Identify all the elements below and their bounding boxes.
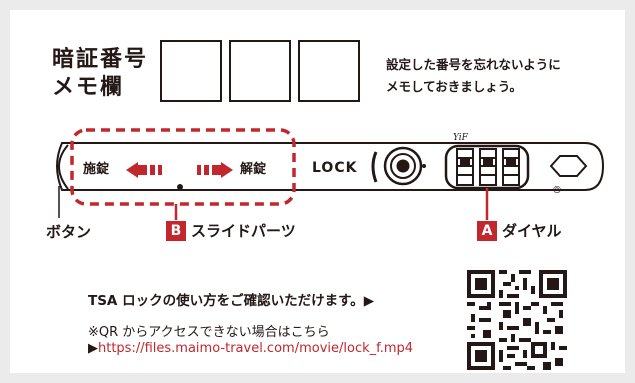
dial-wheels-icon — [456, 148, 520, 186]
slide-lock-label: 施錠 — [83, 162, 110, 177]
keyhole-bracket-left — [371, 151, 378, 183]
lock-word: LOCK — [312, 160, 358, 176]
qr-code-icon[interactable] — [467, 270, 567, 370]
lock-arrow-icon — [126, 162, 162, 178]
slide-part-highlight — [70, 128, 296, 206]
dial-label: ダイヤル — [502, 222, 562, 240]
button-label: ボタン — [46, 223, 92, 241]
keyhole-icon — [383, 146, 426, 186]
slide-part-label: スライドパーツ — [191, 222, 296, 240]
slide-unlock-label: 解錠 — [240, 162, 267, 177]
memo-note-line1: 設定した番号を忘れないように — [386, 57, 561, 72]
tsa-guide-text: TSA ロックの使い方をご確認いただけます。▶ — [88, 293, 375, 309]
slide-part-badge: B — [166, 221, 186, 241]
button-shape — [58, 144, 69, 190]
brand-mark: YiF — [453, 133, 468, 143]
memo-note: 設定した番号を忘れないように メモしておきましょう。 — [386, 54, 626, 98]
memo-note-line2: メモしておきましょう。 — [386, 79, 523, 94]
fallback-text: ※QR からアクセスできない場合はこちら — [88, 325, 330, 340]
memo-title-line1: 暗証番号 — [52, 47, 149, 72]
dial-badge: A — [477, 221, 497, 241]
hexagon-icon — [549, 155, 588, 177]
registered-mark: ® — [552, 185, 562, 196]
url-arrow-icon: ▶ — [88, 341, 98, 356]
code-digit-box-3[interactable] — [298, 40, 360, 102]
memo-title: 暗証番号 メモ欄 — [52, 46, 162, 102]
code-digit-box-2[interactable] — [229, 40, 291, 102]
unlock-arrow-icon — [197, 162, 233, 178]
slide-center-dot — [177, 184, 183, 190]
code-digit-box-1[interactable] — [160, 40, 222, 102]
lock-body-outline — [56, 142, 605, 191]
video-url-line: ▶https://files.maimo-travel.com/movie/lo… — [88, 341, 413, 356]
video-url-link[interactable]: https://files.maimo-travel.com/movie/loc… — [98, 341, 414, 356]
memo-title-line2: メモ欄 — [52, 75, 125, 100]
